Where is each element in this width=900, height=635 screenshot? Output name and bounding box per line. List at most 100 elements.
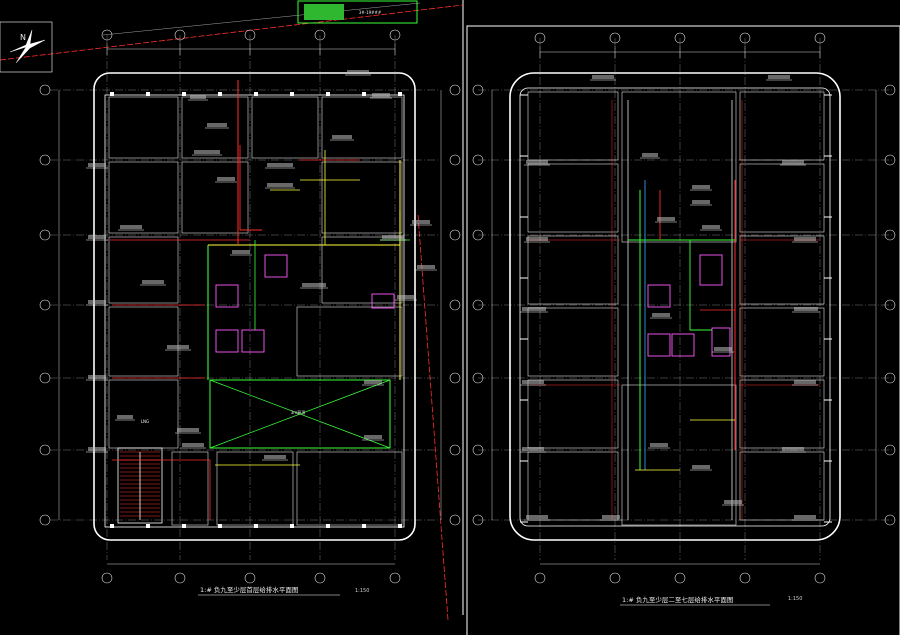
- column: [182, 524, 186, 528]
- left-stair: LNG: [117, 419, 163, 524]
- annotation-text-mark: [602, 515, 620, 519]
- annotation-text-mark: [652, 313, 670, 317]
- room-outline: [108, 236, 179, 304]
- grid-bubble-top: [389, 29, 401, 41]
- grid-bubble-top: [244, 29, 256, 41]
- room-outline: [216, 451, 294, 526]
- room-outline: [527, 235, 619, 305]
- grid-bubble-right: [449, 229, 461, 241]
- annotation-text-mark: [794, 515, 816, 519]
- grid-bubble-right: [449, 299, 461, 311]
- grid-bubble-right: [884, 444, 896, 456]
- annotation-text-mark: [526, 515, 548, 519]
- grid-bubble-left: [472, 154, 484, 166]
- right-plan-rooms: [520, 91, 832, 526]
- column: [182, 92, 186, 96]
- annotation-text-mark: [692, 185, 710, 189]
- grid-bubble-bottom: [534, 572, 546, 584]
- column: [218, 524, 222, 528]
- grid-bubble-bottom: [674, 572, 686, 584]
- annotation-text-mark: [650, 443, 668, 447]
- room-label-lng: LNG: [141, 419, 149, 424]
- site-context: 3#-19### N: [0, 0, 464, 621]
- annotation-text-mark: [522, 447, 544, 451]
- column: [326, 92, 330, 96]
- elevator-a: [215, 284, 239, 308]
- annotation-text-mark: [782, 447, 804, 451]
- grid-bubble-top: [101, 29, 113, 41]
- grid-bubble-bottom: [389, 572, 401, 584]
- grid-bubble-top: [739, 32, 751, 44]
- grid-bubble-right: [449, 514, 461, 526]
- annotation-text-mark: [522, 380, 544, 384]
- room-outline: [296, 306, 403, 377]
- annotation-text-mark: [88, 235, 106, 239]
- right-elevator-c: [671, 333, 695, 357]
- left-core: [215, 254, 395, 353]
- property-line-vertical: [417, 214, 449, 621]
- site-feature-label: 3#-19###: [359, 10, 382, 15]
- column: [362, 524, 366, 528]
- left-atrium: 3m屋顶: [209, 379, 391, 449]
- annotation-text-mark: [642, 153, 658, 157]
- annotation-text-mark: [417, 265, 435, 269]
- grid-bubble-right: [449, 84, 461, 96]
- grid-bubble-bottom: [739, 572, 751, 584]
- right-plan-grid-lines: [472, 32, 896, 584]
- room-outline: [171, 451, 209, 526]
- north-arrow: N: [0, 21, 53, 73]
- annotation-text-mark: [412, 220, 430, 224]
- annotation-text-mark: [88, 447, 106, 451]
- annotation-text-mark: [88, 375, 106, 379]
- annotation-text-mark: [397, 295, 415, 299]
- annotation-text-mark: [526, 237, 548, 241]
- left-plan-scale: 1:150: [355, 588, 369, 594]
- atrium-label: 3m屋顶: [291, 409, 305, 415]
- grid-bubble-top: [314, 29, 326, 41]
- room-outline: [739, 163, 825, 233]
- atrium-void: [209, 379, 391, 449]
- annotation-text-mark: [724, 500, 742, 504]
- room-outline: [108, 161, 179, 234]
- left-plan-grid-lines: [39, 29, 461, 584]
- annotation-text-mark: [522, 307, 546, 311]
- room-outline: [321, 96, 403, 159]
- right-elevator-a: [647, 284, 671, 308]
- grid-bubble-bottom: [609, 572, 621, 584]
- column: [398, 92, 402, 96]
- site-feature-hatch: [304, 4, 344, 20]
- north-arrow-letter: N: [20, 33, 26, 42]
- left-floor-plan: 3m屋顶 LNG 1:# 负九至少层首层给排水平面图 1:150: [39, 29, 461, 596]
- grid-bubble-right: [449, 154, 461, 166]
- room-outline: [739, 235, 825, 305]
- annotation-text-mark: [194, 150, 220, 154]
- right-plan-annotations: [520, 75, 820, 521]
- column: [110, 92, 114, 96]
- room-outline: [108, 379, 179, 449]
- left-plan-rooms: [108, 92, 403, 528]
- grid-bubble-left: [39, 444, 51, 456]
- annotation-text-mark: [264, 455, 286, 459]
- annotation-text-mark: [657, 217, 675, 221]
- left-building-inner-wall: [104, 94, 405, 528]
- grid-bubble-top: [609, 32, 621, 44]
- annotation-text-mark: [117, 415, 133, 419]
- annotation-text-mark: [88, 163, 106, 167]
- atrium-cross-b: [209, 379, 391, 449]
- grid-bubble-top: [174, 29, 186, 41]
- north-arrow-star: [9, 29, 46, 64]
- north-arrow-frame: [0, 21, 53, 73]
- grid-bubble-left: [39, 299, 51, 311]
- right-plan-title: 1:# 负九至少层二至七层给排水平面图: [622, 595, 733, 604]
- annotation-text-mark: [88, 300, 106, 304]
- grid-bubble-right: [884, 154, 896, 166]
- right-plan-pipes: [530, 100, 820, 520]
- grid-bubble-left: [472, 514, 484, 526]
- room-outline: [108, 96, 179, 159]
- annotation-text-mark: [372, 93, 390, 97]
- annotation-text-mark: [692, 200, 710, 204]
- grid-bubble-bottom: [314, 572, 326, 584]
- stair-hatch: [120, 451, 160, 520]
- left-plan-title: 1:# 负九至少层首层给排水平面图: [200, 585, 298, 594]
